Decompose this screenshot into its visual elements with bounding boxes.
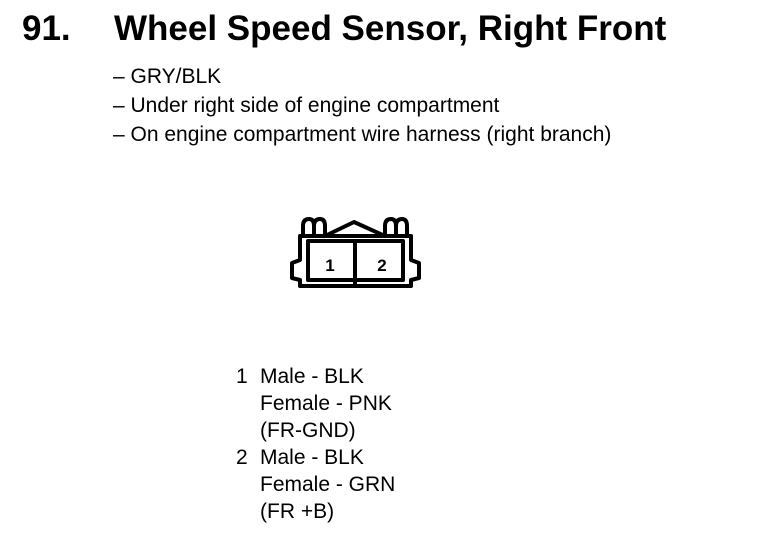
pin-number: 2 (236, 446, 248, 469)
pin-list: 1 Male - BLK Female - PNK (FR-GND) 2 Mal… (236, 363, 395, 525)
connector-housing (290, 234, 421, 288)
item-number: 91. (22, 9, 71, 48)
left-latch-tab-2 (312, 217, 327, 238)
pin-male-wire: Male - BLK (260, 365, 364, 388)
right-latch-tab-2 (394, 217, 409, 238)
harness-note: – On engine compartment wire harness (ri… (113, 123, 612, 146)
component-notes: – GRY/BLK – Under right side of engine c… (113, 62, 611, 149)
connector-pin-label-2: 2 (377, 256, 386, 275)
pin-female-wire: Female - PNK (260, 392, 392, 415)
pin-female-wire: Female - GRN (260, 473, 396, 496)
wire-color-note: – GRY/BLK (113, 65, 222, 88)
pin-circuit: (FR +B) (260, 500, 335, 523)
connector-peak (323, 220, 387, 238)
pin-circuit: (FR-GND) (260, 419, 356, 442)
pin-entry: 2 Male - BLK Female - GRN (FR +B) (236, 444, 395, 525)
connector-cavity (306, 239, 405, 282)
pin-male-wire: Male - BLK (260, 446, 364, 469)
connector-diagram: 1 2 (290, 217, 421, 288)
location-note: – Under right side of engine compartment (113, 94, 500, 117)
pin-entry: 1 Male - BLK Female - PNK (FR-GND) (236, 363, 395, 444)
pin-number: 1 (236, 365, 248, 388)
connector-pin-label-1: 1 (325, 256, 334, 275)
component-name: Wheel Speed Sensor, Right Front (114, 9, 667, 48)
page-title: 91. Wheel Speed Sensor, Right Front (22, 9, 666, 49)
